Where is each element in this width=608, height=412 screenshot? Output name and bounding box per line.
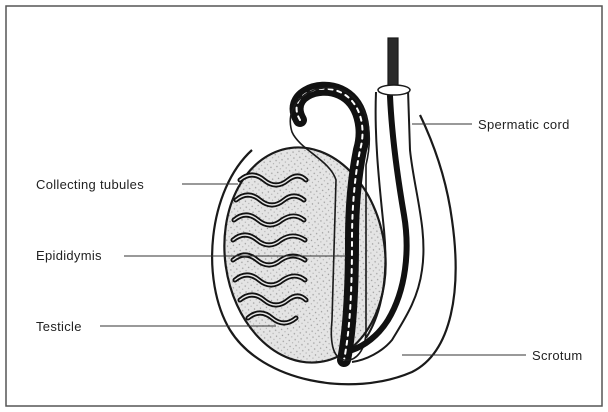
label-epididymis: Epididymis <box>36 248 102 263</box>
label-spermatic-cord: Spermatic cord <box>478 117 570 132</box>
label-testicle: Testicle <box>36 319 82 334</box>
label-collecting-tubules: Collecting tubules <box>36 177 144 192</box>
label-scrotum: Scrotum <box>532 348 583 363</box>
spermatic-cord-tip <box>388 38 398 90</box>
